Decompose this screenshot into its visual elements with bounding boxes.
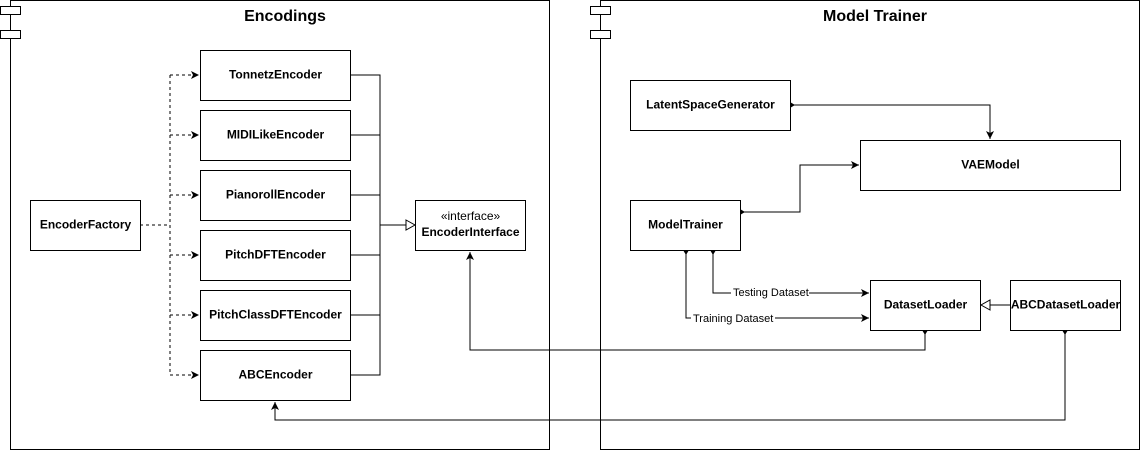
node-dataset-loader[interactable]: DatasetLoader: [870, 280, 981, 331]
component-tab-icon: [0, 30, 21, 39]
node-abc-encoder[interactable]: ABCEncoder: [200, 350, 351, 401]
svg-text:PianorollEncoder: PianorollEncoder: [226, 188, 326, 202]
node-encoder-interface[interactable]: «interface» EncoderInterface: [415, 200, 526, 251]
component-tab-icon: [0, 6, 21, 15]
svg-text:LatentSpaceGenerator: LatentSpaceGenerator: [646, 98, 775, 112]
node-encoder-factory[interactable]: EncoderFactory: [30, 200, 141, 251]
node-tonnetz-encoder[interactable]: TonnetzEncoder: [200, 50, 351, 101]
svg-text:EncoderFactory: EncoderFactory: [40, 218, 132, 232]
package-title: Encodings: [244, 8, 326, 25]
svg-text:PitchDFTEncoder: PitchDFTEncoder: [225, 248, 326, 262]
package-title: Model Trainer: [823, 8, 927, 25]
node-pianoroll-encoder[interactable]: PianorollEncoder: [200, 170, 351, 221]
node-midilike-encoder[interactable]: MIDILikeEncoder: [200, 110, 351, 161]
edge-label-training-dataset: Training Dataset: [693, 313, 773, 325]
svg-text:PitchClassDFTEncoder: PitchClassDFTEncoder: [209, 308, 342, 322]
node-abc-dataset-loader[interactable]: ABCDatasetLoader: [1010, 280, 1121, 331]
edges-model-trainer: [271, 102, 1068, 421]
node-model-trainer[interactable]: ModelTrainer: [630, 200, 741, 251]
node-latent-space-generator[interactable]: LatentSpaceGenerator: [630, 80, 791, 131]
svg-text:«interface»: «interface»: [441, 209, 501, 223]
svg-text:TonnetzEncoder: TonnetzEncoder: [229, 68, 322, 82]
edges-factory-dependencies: [140, 71, 199, 379]
svg-text:VAEModel: VAEModel: [961, 158, 1019, 172]
component-tab-icon: [590, 30, 611, 39]
component-tab-icon: [590, 6, 611, 15]
svg-text:ModelTrainer: ModelTrainer: [648, 218, 723, 232]
svg-text:MIDILikeEncoder: MIDILikeEncoder: [227, 128, 325, 142]
node-vae-model[interactable]: VAEModel: [860, 140, 1121, 191]
edge-label-testing-dataset: Testing Dataset: [733, 287, 809, 299]
node-pitchclassdft-encoder[interactable]: PitchClassDFTEncoder: [200, 290, 351, 341]
svg-text:ABCDatasetLoader: ABCDatasetLoader: [1011, 298, 1121, 312]
svg-text:EncoderInterface: EncoderInterface: [421, 225, 519, 239]
svg-text:ABCEncoder: ABCEncoder: [238, 368, 312, 382]
node-pitchdft-encoder[interactable]: PitchDFTEncoder: [200, 230, 351, 281]
svg-text:DatasetLoader: DatasetLoader: [884, 298, 968, 312]
